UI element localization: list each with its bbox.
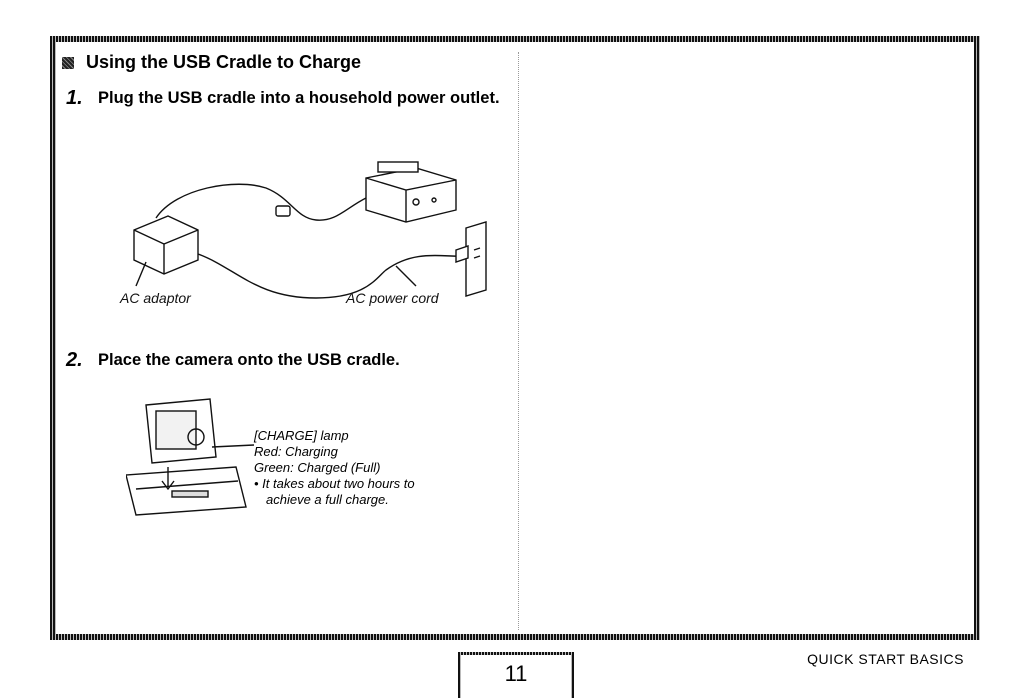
charge-lamp-red: Red: Charging: [254, 444, 338, 459]
charge-lamp-green: Green: Charged (Full): [254, 460, 381, 475]
section-footer: QUICK START BASICS: [807, 651, 964, 667]
page-number: 11: [458, 652, 574, 698]
square-bullet-icon: [62, 56, 74, 69]
charge-time-note-cont: achieve a full charge.: [266, 492, 389, 507]
charge-lamp-label: [CHARGE] lamp: [254, 428, 349, 443]
column-divider: [518, 52, 519, 630]
cradle-connection-illustration: [133, 161, 487, 299]
ac-adaptor-label: AC adaptor: [120, 290, 191, 306]
camera-on-cradle-illustration: [126, 398, 255, 516]
charge-time-note: • It takes about two hours to: [254, 476, 415, 491]
page-frame: Using the USB Cradle to Charge 1. Plug t…: [50, 36, 980, 640]
section-title-text: Using the USB Cradle to Charge: [86, 52, 362, 72]
step-1: 1. Plug the USB cradle into a household …: [66, 88, 518, 109]
wall-outlet-drawing: [465, 221, 487, 297]
step-2-number: 2.: [66, 349, 83, 371]
section-heading: Using the USB Cradle to Charge: [62, 52, 361, 73]
down-arrow-icon: [161, 467, 175, 491]
step-2-text: Place the camera onto the USB cradle.: [98, 351, 400, 369]
step-1-text: Plug the USB cradle into a household pow…: [98, 89, 500, 107]
charge-lamp-callout: [CHARGE] lamp Red: Charging Green: Charg…: [254, 428, 415, 508]
ac-power-cord-label: AC power cord: [346, 290, 439, 306]
ac-adaptor-drawing: [133, 215, 199, 275]
usb-cradle-drawing: [365, 167, 457, 223]
step-2: 2. Place the camera onto the USB cradle.: [66, 350, 518, 371]
step-1-number: 1.: [66, 87, 83, 109]
